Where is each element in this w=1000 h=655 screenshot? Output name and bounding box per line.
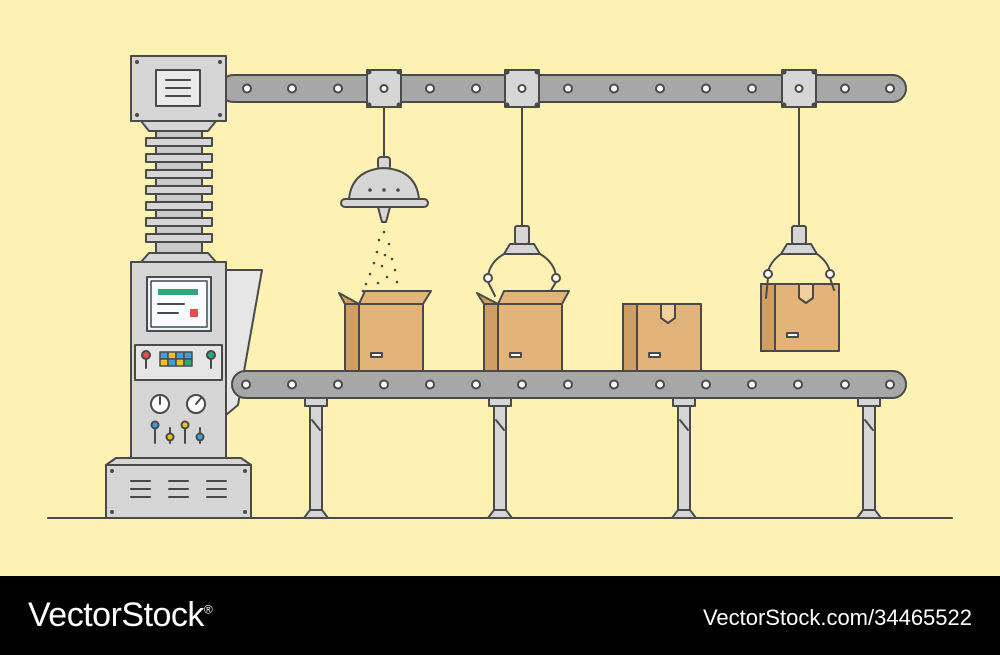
- image-id: VectorStock.com/34465522: [702, 605, 972, 630]
- machine-base: [105, 457, 252, 519]
- watermark-footer: VectorStock® VectorStock.com/34465522: [0, 576, 1000, 655]
- button-grid: [159, 351, 193, 367]
- robotic-gripper-icon: [483, 106, 561, 298]
- conveyor-leg: [487, 397, 513, 519]
- rail-carriage: [504, 69, 540, 108]
- machine-column: [140, 130, 217, 263]
- cardboard-box-icon: [760, 283, 840, 352]
- cardboard-box-icon: [622, 303, 702, 372]
- conveyor-leg: [303, 397, 329, 519]
- filling-particles: [361, 230, 399, 293]
- control-panel-icon: [146, 276, 212, 332]
- gauge-icon: [150, 394, 170, 414]
- brand-logo: VectorStock®: [28, 596, 213, 635]
- machine-head: [130, 55, 227, 132]
- rail-carriage: [781, 69, 817, 108]
- rail-carriage: [366, 69, 402, 108]
- conveyor-belt: [231, 370, 907, 399]
- brand-name: VectorStock: [28, 596, 204, 634]
- lever-icon: [150, 420, 205, 444]
- cardboard-box-icon: [338, 290, 432, 372]
- gauge-icon: [186, 394, 206, 414]
- conveyor-illustration: [47, 55, 953, 519]
- cardboard-box-icon: [476, 290, 570, 372]
- filling-nozzle-icon: [340, 106, 429, 223]
- conveyor-leg: [671, 397, 697, 519]
- brand-registered-mark: ®: [203, 602, 213, 617]
- control-cabinet: [130, 261, 227, 459]
- conveyor-leg: [856, 397, 882, 519]
- robotic-gripper-icon: [763, 106, 835, 299]
